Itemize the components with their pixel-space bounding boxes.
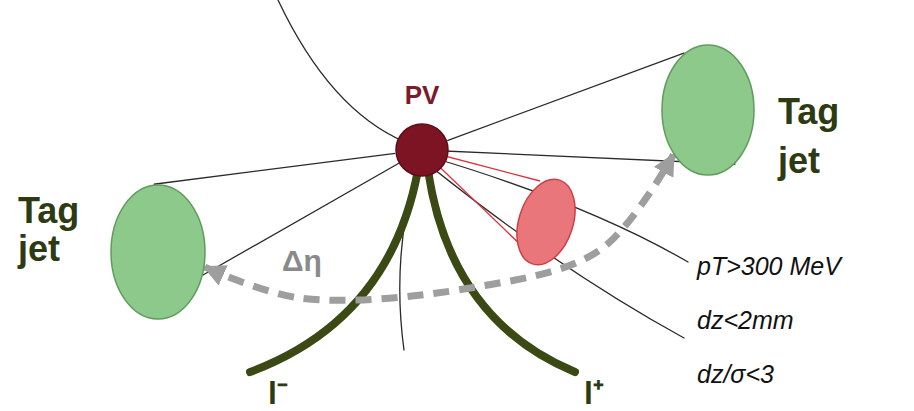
edge-label: Δη — [282, 244, 322, 278]
primary-vertex-shape — [395, 123, 449, 177]
vertex-label: PV — [392, 81, 452, 111]
track-cut-note: dz<2mm — [697, 306, 794, 335]
tag-jet: Tag jet — [661, 44, 755, 176]
lepton-label: l⁻ — [268, 370, 288, 411]
jet-cone-line — [154, 153, 395, 184]
lepton-track — [428, 170, 575, 372]
jet-label: Tag jet — [778, 88, 878, 185]
tag-jet: Tag jet — [110, 184, 206, 320]
primary-vertex: PV — [395, 123, 449, 177]
track-line — [430, 166, 684, 338]
delta-eta-arrow — [205, 155, 674, 301]
jet-cone-line — [447, 53, 684, 141]
lepton-track — [250, 170, 418, 372]
track-line — [278, 0, 405, 142]
lepton-label: l⁺ — [584, 370, 604, 411]
jet-label: Tag jet — [18, 192, 108, 268]
tag-jet-outline — [111, 185, 205, 319]
tag-jet-shape — [110, 184, 206, 320]
tag-jet-shape — [661, 44, 755, 176]
track-cut-note: dz/σ<3 — [697, 360, 774, 389]
primary-vertex-outline — [396, 124, 448, 176]
soft-jet-ellipse — [507, 172, 586, 272]
tag-jet-outline — [662, 45, 754, 175]
track-cut-note: pT>300 MeV — [697, 252, 841, 281]
